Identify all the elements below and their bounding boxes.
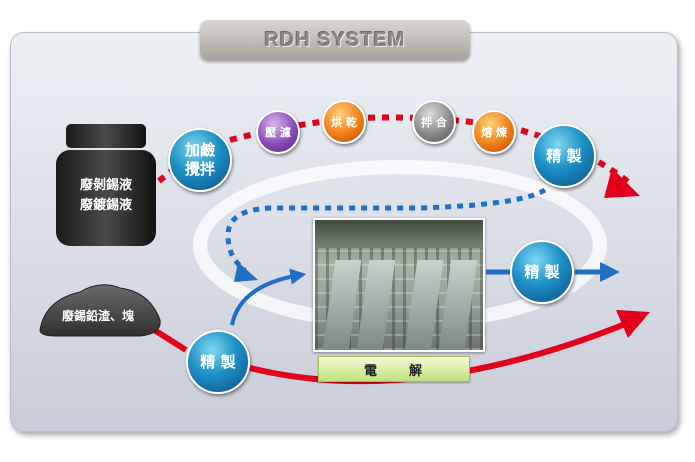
red-solid-arrowhead	[616, 310, 650, 338]
photo-lane	[356, 260, 396, 350]
photo-roof	[315, 220, 483, 248]
electrolysis-photo	[313, 218, 485, 352]
node-refine-bottom: 精 製	[186, 330, 250, 394]
liquid-waste-line-1: 廢剝錫液	[79, 178, 132, 193]
blue-dotted-arrowhead	[234, 262, 258, 282]
node-blend: 拌 合	[412, 100, 456, 144]
node-refine-top: 精 製	[532, 124, 596, 188]
node-mix: 加鹼攪拌	[168, 128, 232, 192]
node-melt: 熔 煉	[472, 110, 516, 154]
liquid-waste-line-2: 廢鍍錫液	[79, 198, 132, 213]
dross-pile	[39, 284, 161, 337]
blue-dotted-loop	[225, 187, 547, 273]
title-tab: RDH SYSTEM	[200, 20, 470, 60]
liquid-waste-jar	[56, 124, 156, 246]
blue-flow-to-electrolysis	[230, 268, 307, 326]
red-dotted-arrowhead	[604, 168, 640, 198]
node-refine-mid: 精 製	[510, 240, 574, 304]
photo-lane	[322, 260, 362, 350]
photo-lane	[404, 260, 444, 350]
photo-lane	[438, 260, 478, 350]
liquid-waste-label: 廢剝錫液 廢鍍錫液	[60, 176, 152, 216]
node-mix-label: 加鹼攪拌	[184, 141, 215, 178]
node-dry: 烘 乾	[322, 100, 366, 144]
dross-label: 廢錫鉛渣、塊	[61, 309, 134, 323]
node-filter: 壓 濾	[256, 110, 300, 154]
electrolysis-label: 電 解	[318, 356, 470, 382]
system-title: RDH SYSTEM	[264, 28, 406, 51]
